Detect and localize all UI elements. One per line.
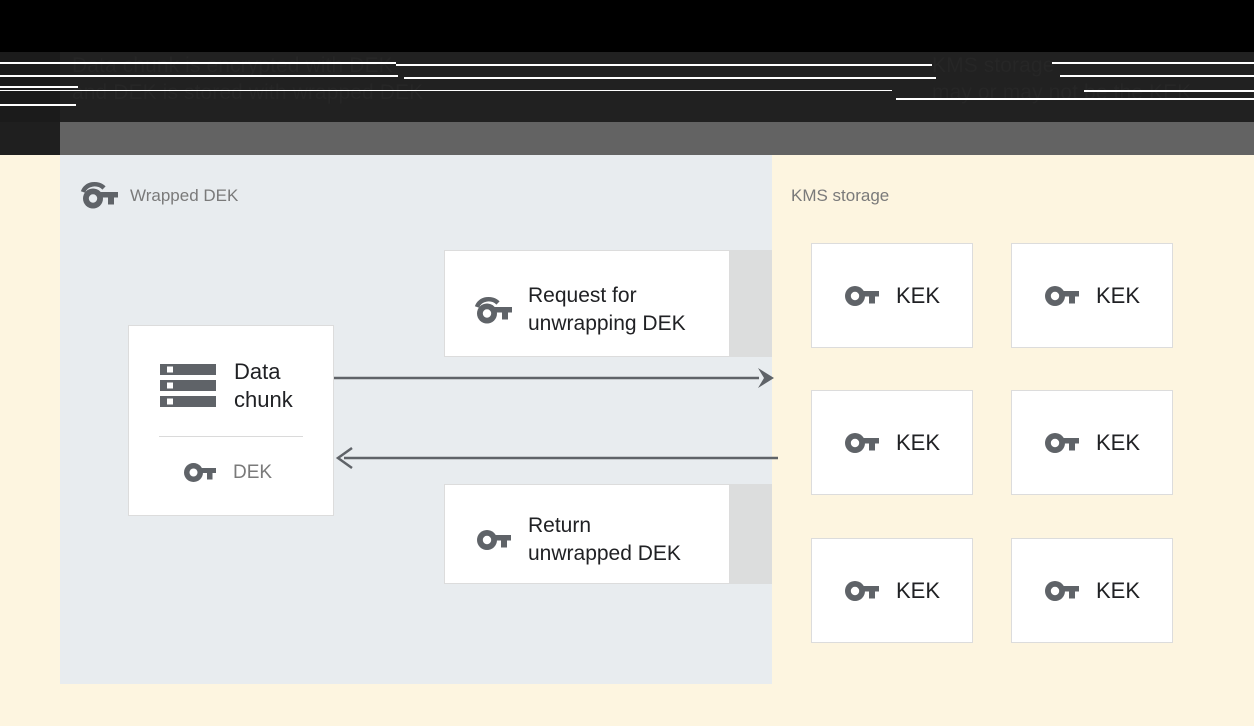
- data-chunk-header: Data chunk: [160, 358, 293, 414]
- scanline-artifact: [1060, 75, 1254, 77]
- kek-card-content: KEK: [1012, 244, 1172, 347]
- scanline-artifact: [0, 62, 396, 64]
- kek-label: KEK: [895, 577, 941, 603]
- key-icon: [1044, 578, 1080, 604]
- kek-card-content: KEK: [812, 244, 972, 347]
- scanline-artifact: [0, 75, 398, 77]
- header-gray-bar: [60, 122, 1254, 155]
- data-chunk-dek-label: DEK: [233, 461, 273, 483]
- kek-card-3[interactable]: KEK: [811, 390, 973, 495]
- kek-label: KEK: [1095, 577, 1141, 603]
- arrow-request-right: [334, 368, 774, 388]
- key-icon: [844, 578, 880, 604]
- kek-card-5[interactable]: KEK: [811, 538, 973, 643]
- request-card[interactable]: [444, 250, 730, 357]
- scanline-artifact: [0, 86, 78, 88]
- wrapped-key-icon: [474, 295, 512, 325]
- key-icon: [844, 430, 880, 456]
- request-card-label: Request for unwrapping DEK: [528, 284, 686, 335]
- kek-card-content: KEK: [812, 391, 972, 494]
- scanline-artifact: [404, 77, 936, 79]
- kek-card-content: KEK: [1012, 539, 1172, 642]
- request-card-clip: [730, 250, 772, 357]
- return-card[interactable]: [444, 484, 730, 584]
- scanline-artifact: [1052, 62, 1254, 64]
- key-icon: [1044, 430, 1080, 456]
- return-card-content: Return unwrapped DEK: [476, 512, 681, 568]
- kek-card-content: KEK: [1012, 391, 1172, 494]
- top-black-bar: [0, 0, 1254, 52]
- data-chunk-dek-row: DEK: [183, 460, 272, 485]
- wrapped-dek-panel-title: Wrapped DEK: [130, 186, 239, 205]
- header-title-left: Data chunk is encrypted with DEK and DEK…: [72, 54, 424, 104]
- scanline-artifact: [0, 104, 76, 106]
- data-chunk-label: Data chunk: [234, 359, 293, 412]
- header-gray-left-edge: [0, 122, 60, 155]
- kms-storage-panel-title: KMS storage: [791, 186, 890, 205]
- wrapped-key-icon: [80, 180, 118, 210]
- kek-card-6[interactable]: KEK: [1011, 538, 1173, 643]
- kek-card-content: KEK: [812, 539, 972, 642]
- kek-label: KEK: [1095, 282, 1141, 308]
- return-card-label: Return unwrapped DEK: [528, 514, 681, 565]
- key-icon: [476, 527, 512, 553]
- data-chunk-divider: [159, 436, 303, 437]
- kek-card-1[interactable]: KEK: [811, 243, 973, 348]
- key-icon: [183, 460, 217, 485]
- server-storage-icon: [160, 363, 216, 409]
- data-chunk-card[interactable]: [128, 325, 334, 516]
- scanline-artifact: [0, 90, 892, 91]
- scanline-artifact: [896, 98, 1254, 100]
- request-card-content: Request for unwrapping DEK: [474, 282, 686, 338]
- key-icon: [1044, 283, 1080, 309]
- kek-label: KEK: [1095, 429, 1141, 455]
- key-icon: [844, 283, 880, 309]
- kek-card-2[interactable]: KEK: [1011, 243, 1173, 348]
- header-dark-band: [0, 52, 1254, 122]
- return-card-clip: [730, 484, 772, 584]
- kek-label: KEK: [895, 429, 941, 455]
- kek-card-4[interactable]: KEK: [1011, 390, 1173, 495]
- arrow-return-left: [335, 446, 778, 470]
- scanline-artifact: [1084, 90, 1254, 92]
- kek-label: KEK: [895, 282, 941, 308]
- scanline-artifact: [396, 64, 932, 66]
